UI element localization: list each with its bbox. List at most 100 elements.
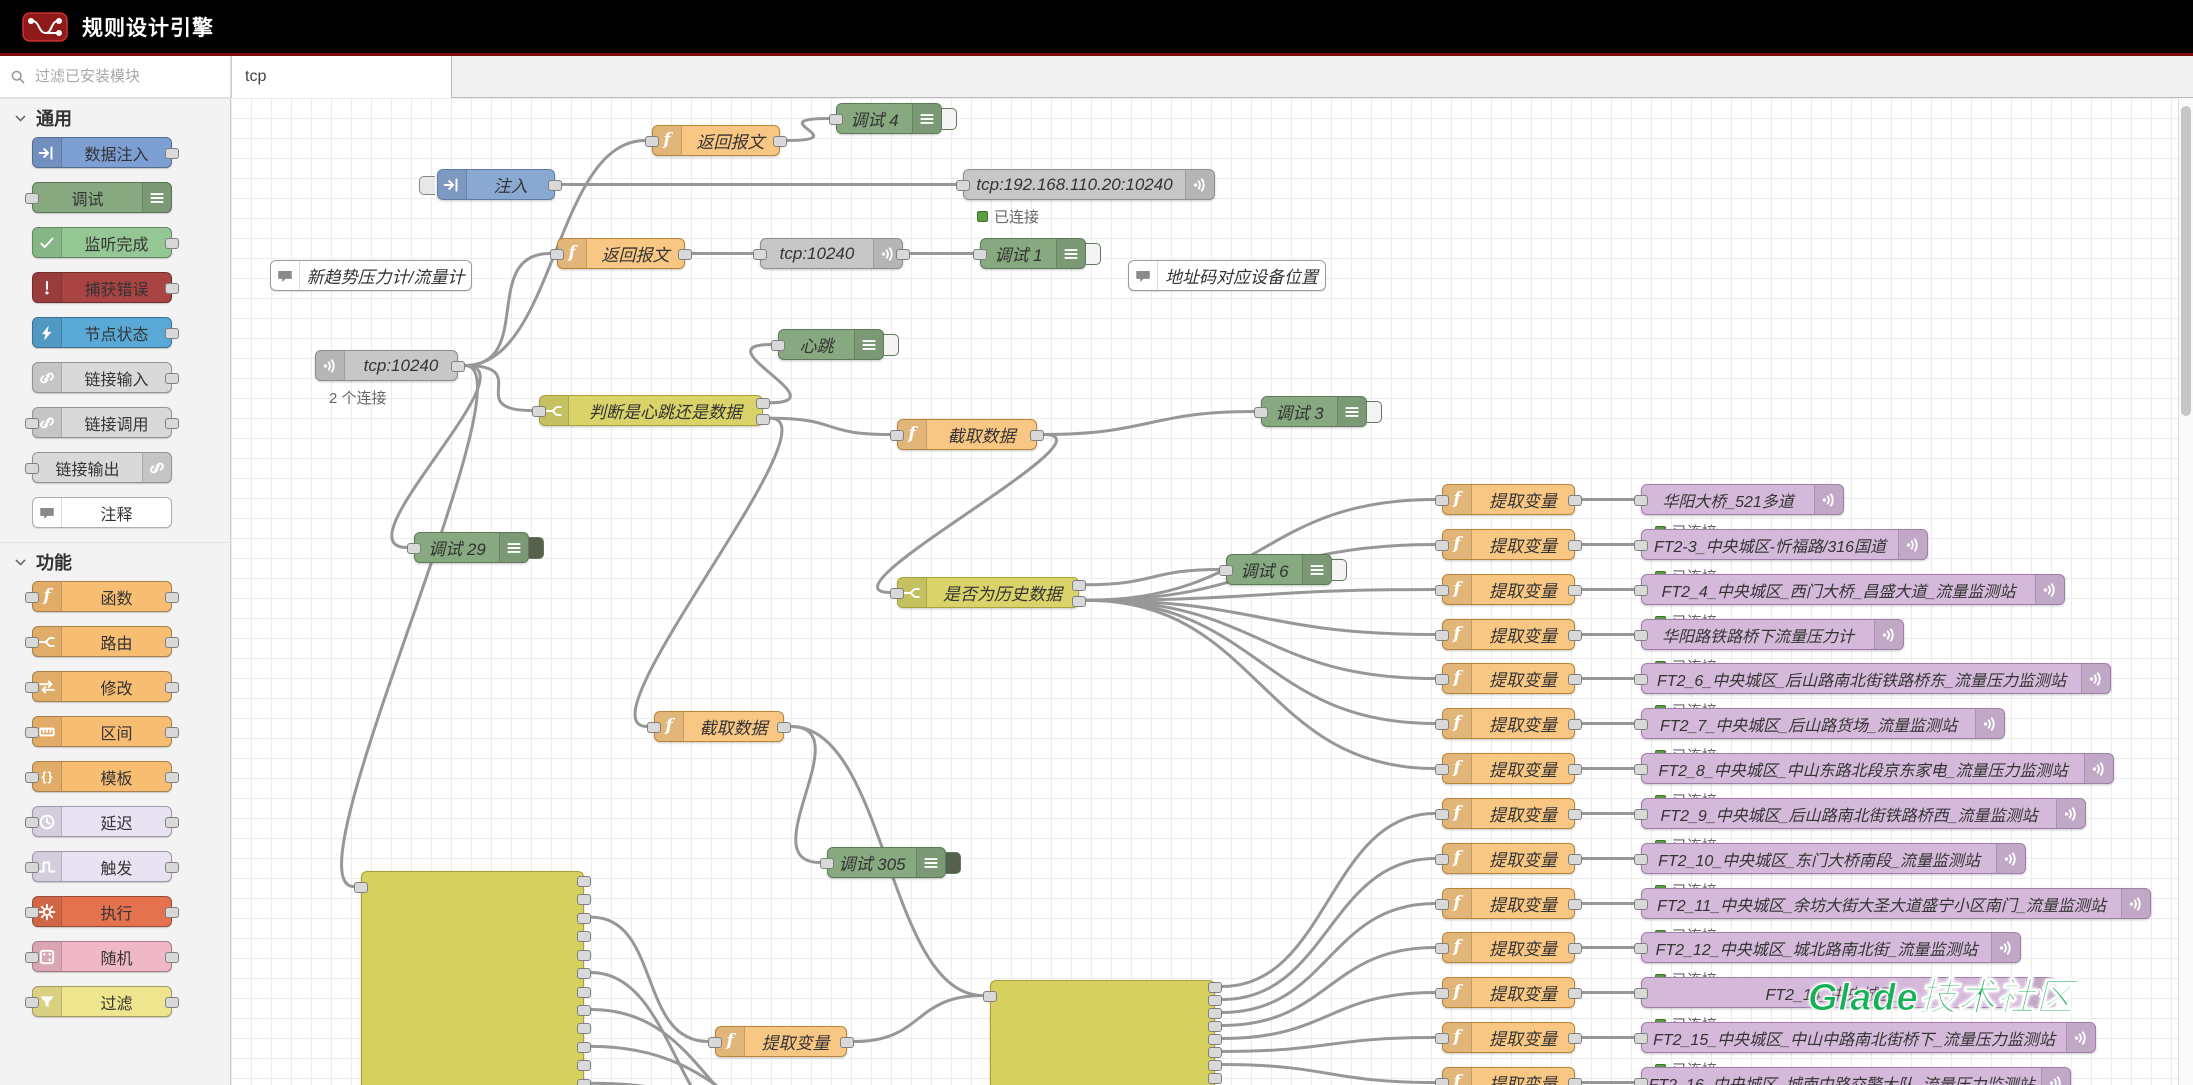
port-in[interactable] bbox=[829, 114, 843, 125]
wire[interactable] bbox=[1221, 946, 1436, 1027]
debug-toggle-button[interactable] bbox=[1332, 559, 1347, 581]
port-in[interactable] bbox=[1634, 674, 1648, 685]
port-out[interactable] bbox=[1568, 899, 1582, 910]
link-8-node[interactable]: FT2_10_中央城区_东门大桥南段_流量监测站 bbox=[1634, 843, 2026, 874]
wire[interactable] bbox=[590, 971, 760, 1085]
port-in[interactable] bbox=[1435, 495, 1449, 506]
port-in[interactable] bbox=[1435, 540, 1449, 551]
port-in[interactable] bbox=[25, 193, 39, 204]
link-2-node[interactable]: FT2_4_中央城区_西门大桥_昌盛大道_流量监测站 bbox=[1634, 574, 2065, 605]
wire[interactable] bbox=[1221, 902, 1436, 1014]
port-out[interactable] bbox=[1568, 1078, 1582, 1085]
port-in[interactable] bbox=[1634, 1033, 1648, 1044]
link-1-node[interactable]: FT2-3_中央城区-忻福路/316国道 bbox=[1634, 529, 1928, 560]
wire[interactable] bbox=[340, 364, 479, 888]
debug-toggle-button[interactable] bbox=[1086, 243, 1101, 265]
port-out[interactable] bbox=[577, 1023, 591, 1035]
wire[interactable] bbox=[464, 364, 533, 412]
port-in[interactable] bbox=[25, 907, 39, 918]
port-in[interactable] bbox=[1634, 809, 1648, 820]
port-in[interactable] bbox=[354, 882, 368, 893]
palette-search[interactable] bbox=[0, 56, 231, 98]
port-out[interactable] bbox=[773, 136, 787, 147]
port-out[interactable] bbox=[1208, 995, 1222, 1006]
canvas-scrollbar[interactable] bbox=[2178, 98, 2193, 1085]
debug-3-node[interactable]: 调试 3 bbox=[1254, 396, 1382, 427]
port-in[interactable] bbox=[550, 249, 564, 260]
port-out[interactable] bbox=[165, 148, 179, 159]
port-in[interactable] bbox=[1634, 540, 1648, 551]
palette-node-template[interactable]: { }模板 bbox=[25, 761, 179, 792]
link-0-node[interactable]: 华阳大桥_521多道 bbox=[1634, 484, 1844, 515]
port-in[interactable] bbox=[25, 463, 39, 474]
palette-node-switch[interactable]: 路由 bbox=[25, 626, 179, 657]
debug-4-node[interactable]: 调试 4 bbox=[829, 103, 957, 134]
port-in[interactable] bbox=[1435, 943, 1449, 954]
wire[interactable] bbox=[1085, 588, 1436, 602]
port-out[interactable] bbox=[577, 894, 591, 906]
port-in[interactable] bbox=[983, 991, 997, 1002]
port-in[interactable] bbox=[1254, 407, 1268, 418]
port-in[interactable] bbox=[25, 727, 39, 738]
port-out[interactable] bbox=[1208, 1060, 1222, 1071]
port-in[interactable] bbox=[1634, 1078, 1648, 1085]
port-out[interactable] bbox=[1568, 1033, 1582, 1044]
comment-2-node[interactable]: 地址码对应设备位置 bbox=[1128, 260, 1326, 291]
port-in[interactable] bbox=[25, 418, 39, 429]
link-12-node[interactable]: FT2_15_中央城区_中山中路南北街桥下_流量压力监测站 bbox=[1634, 1022, 2096, 1053]
port-in[interactable] bbox=[647, 722, 661, 733]
port-out[interactable] bbox=[165, 817, 179, 828]
port-out[interactable] bbox=[756, 398, 770, 410]
port-in[interactable] bbox=[890, 588, 904, 599]
port-in[interactable] bbox=[25, 772, 39, 783]
link-10-node[interactable]: FT2_12_中央城区_城北路南北街_流量监测站 bbox=[1634, 932, 2021, 963]
port-in[interactable] bbox=[1634, 719, 1648, 730]
wire[interactable] bbox=[1085, 498, 1436, 602]
palette-node-trigger[interactable]: 触发 bbox=[25, 851, 179, 882]
port-out[interactable] bbox=[577, 931, 591, 943]
port-out[interactable] bbox=[1568, 540, 1582, 551]
port-out[interactable] bbox=[1208, 1021, 1222, 1032]
inject-1-node[interactable]: 注入 bbox=[419, 169, 562, 200]
port-in[interactable] bbox=[25, 817, 39, 828]
debug-305-node[interactable]: 调试 305 bbox=[820, 847, 961, 878]
port-out[interactable] bbox=[896, 249, 910, 260]
port-in[interactable] bbox=[25, 682, 39, 693]
port-out[interactable] bbox=[1208, 1034, 1222, 1045]
link-7-node[interactable]: FT2_9_中央城区_后山路南北街铁路桥西_流量监测站 bbox=[1634, 798, 2086, 829]
port-out[interactable] bbox=[165, 727, 179, 738]
wire[interactable] bbox=[876, 433, 1058, 594]
tcp-in-1-node[interactable]: tcp:10240 bbox=[315, 350, 465, 381]
wire[interactable] bbox=[590, 1044, 890, 1085]
port-out[interactable] bbox=[577, 912, 591, 924]
port-in[interactable] bbox=[1634, 988, 1648, 999]
port-out[interactable] bbox=[1568, 943, 1582, 954]
port-out[interactable] bbox=[165, 637, 179, 648]
debug-toggle-button[interactable] bbox=[946, 852, 961, 874]
port-in[interactable] bbox=[1435, 1078, 1449, 1085]
palette-node-range[interactable]: 区间 bbox=[25, 716, 179, 747]
link-13-node[interactable]: FT2_16_中央城区_城南中路交警大队_流量压力监测站 bbox=[1634, 1067, 2071, 1085]
port-in[interactable] bbox=[1435, 585, 1449, 596]
port-out[interactable] bbox=[840, 1037, 854, 1048]
link-4-node[interactable]: FT2_6_中央城区_后山路南北街铁路桥东_流量压力监测站 bbox=[1634, 663, 2111, 694]
port-out[interactable] bbox=[577, 875, 591, 887]
canvas-scrollbar-thumb[interactable] bbox=[2181, 106, 2191, 416]
port-out[interactable] bbox=[1568, 495, 1582, 506]
palette-category-function[interactable]: 功能 bbox=[0, 542, 230, 581]
wire[interactable] bbox=[590, 915, 709, 1043]
port-out[interactable] bbox=[1208, 1073, 1222, 1084]
port-in[interactable] bbox=[25, 637, 39, 648]
port-out[interactable] bbox=[165, 283, 179, 294]
port-out[interactable] bbox=[451, 361, 465, 372]
port-out[interactable] bbox=[1208, 982, 1222, 993]
switch-1-node[interactable]: 判断是心跳还是数据 bbox=[532, 395, 770, 426]
port-out[interactable] bbox=[577, 1078, 591, 1085]
